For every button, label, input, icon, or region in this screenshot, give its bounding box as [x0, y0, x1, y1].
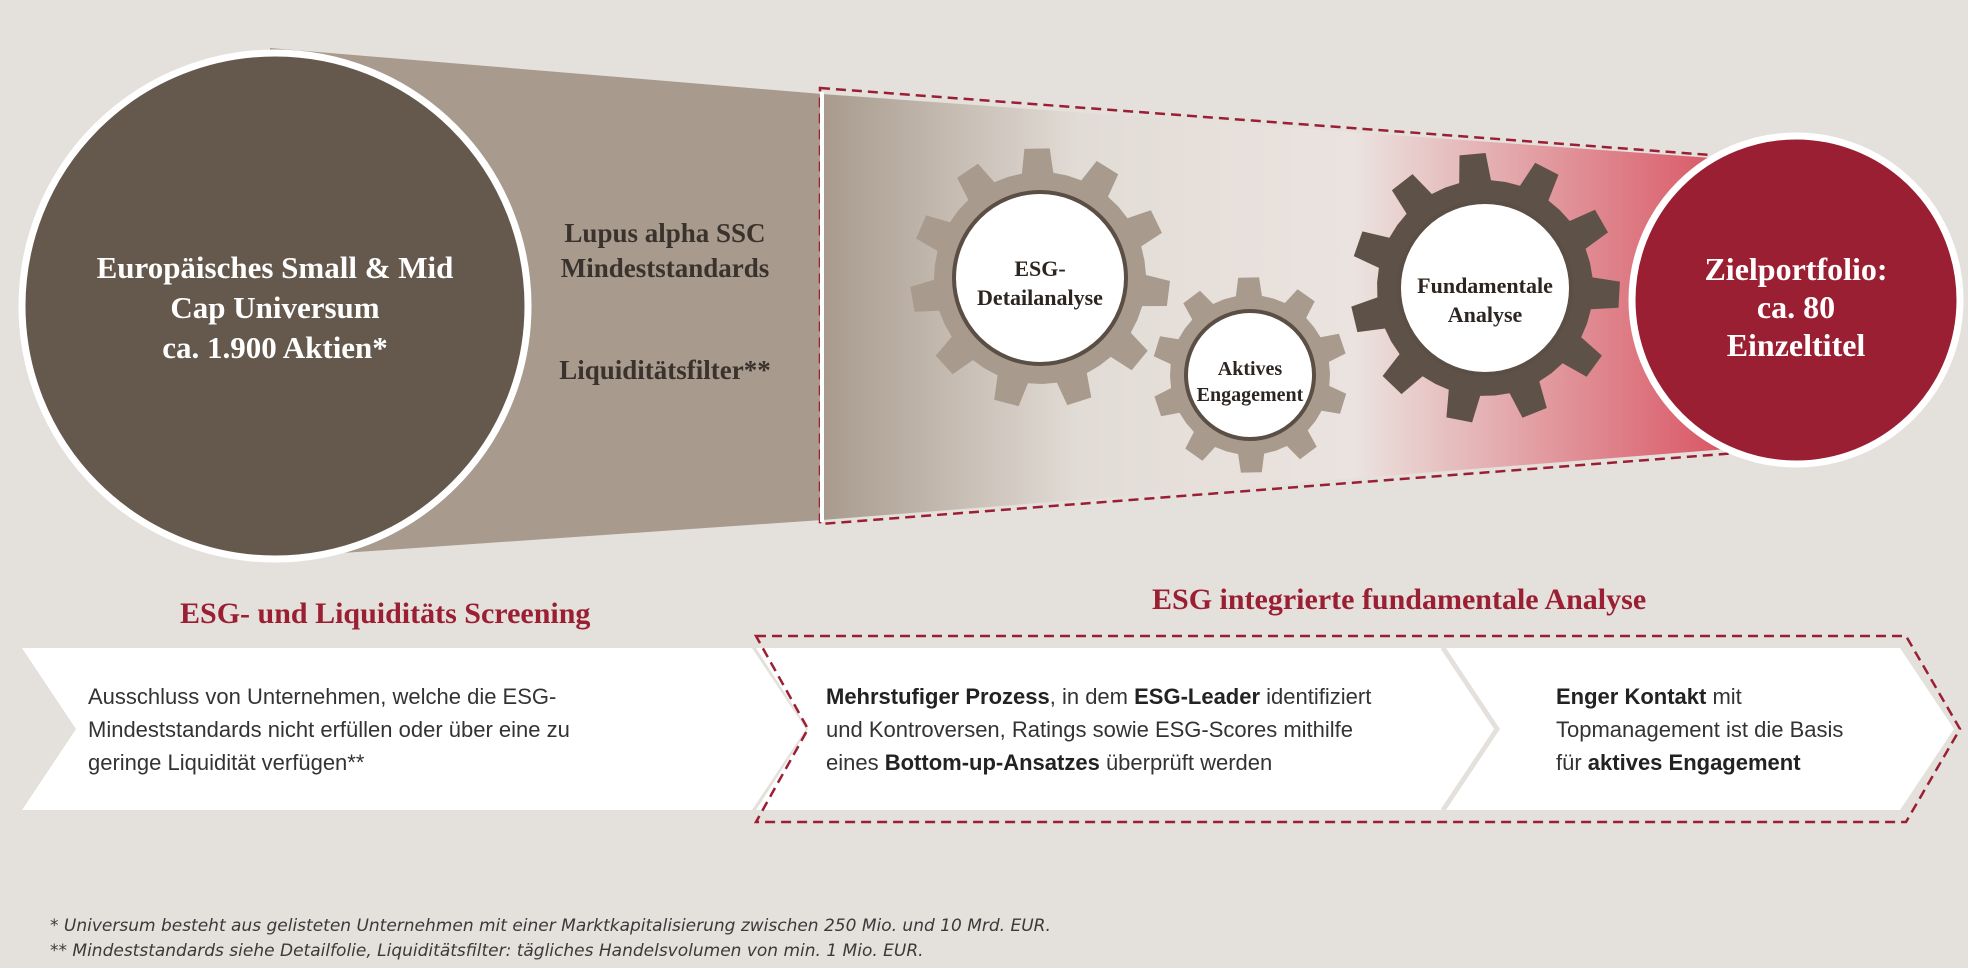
step2-text3: eines	[826, 750, 885, 775]
standards-line1: Lupus alpha SSC	[564, 218, 766, 248]
step3-line2: Topmanagement ist die Basis	[1556, 717, 1844, 742]
esg-detail-line1: ESG-	[1014, 256, 1066, 281]
step2-line3: eines Bottom-up-Ansatzes überprüft werde…	[826, 746, 1446, 779]
universe-circle	[18, 49, 532, 563]
step2-text2: identifiziert	[1260, 684, 1372, 709]
engagement-gear	[1153, 277, 1347, 473]
universe-label: Europäisches Small & Mid Cap Universum c…	[70, 248, 480, 368]
step-separator-1	[1440, 647, 1498, 730]
analysis-heading: ESG integrierte fundamentale Analyse	[1152, 583, 1647, 616]
step2-bold3: Bottom-up-Ansatzes	[884, 750, 1100, 775]
engagement-line1: Aktives	[1217, 358, 1283, 380]
step3-text2: für	[1556, 750, 1588, 775]
target-circle	[1628, 132, 1964, 468]
universe-line3: ca. 1.900 Aktien*	[162, 330, 388, 365]
esg-detail-gear	[910, 148, 1170, 407]
step1-line3: geringe Liquidität verfügen**	[88, 750, 365, 775]
footnote-2: ** Mindeststandards siehe Detailfolie, L…	[50, 941, 924, 961]
footnote-1: * Universum besteht aus gelisteten Unter…	[50, 916, 1051, 936]
step2-bold2: ESG-Leader	[1134, 684, 1261, 709]
step3-bold1: Enger Kontakt	[1556, 684, 1707, 709]
step1-text: Ausschluss von Unternehmen, welche die E…	[88, 680, 728, 779]
step3-line1: Enger Kontakt mit	[1556, 680, 1896, 713]
analysis-steps-border	[753, 634, 1962, 824]
step3-bold2: aktives Engagement	[1587, 750, 1801, 775]
gear3-hub	[1397, 200, 1573, 376]
esg-detail-label: ESG- Detailanalyse	[940, 254, 1140, 312]
gear2-hub	[1184, 309, 1316, 441]
step2-text1: , in dem	[1049, 684, 1135, 709]
esg-detail-line2: Detailanalyse	[977, 285, 1103, 310]
universe-line1: Europäisches Small & Mid	[96, 250, 454, 285]
step2-arrow	[756, 648, 1496, 810]
target-line3: Einzeltitel	[1726, 327, 1866, 363]
fundamental-line2: Analyse	[1447, 302, 1523, 327]
step3-text: Enger Kontakt mit Topmanagement ist die …	[1556, 680, 1896, 779]
gear1-hub	[952, 190, 1128, 366]
fundamental-gear	[1351, 153, 1620, 423]
step3-text1: mit	[1706, 684, 1742, 709]
universe-line2: Cap Universum	[170, 290, 380, 325]
step2-text: Mehrstufiger Prozess, in dem ESG-Leader …	[826, 680, 1446, 779]
step2-line2: und Kontroversen, Ratings sowie ESG-Scor…	[826, 717, 1354, 742]
step1-line2: Mindeststandards nicht erfüllen oder übe…	[88, 717, 570, 742]
step2-bold1: Mehrstufiger Prozess	[826, 684, 1050, 709]
fundamental-line1: Fundamentale	[1417, 273, 1553, 298]
standards-line2: Mindeststandards	[560, 253, 770, 283]
screening-heading: ESG- und Liquiditäts Screening	[180, 597, 591, 630]
liquidity-filter-label: Liquiditätsfilter**	[559, 355, 771, 385]
step1-line1: Ausschluss von Unternehmen, welche die E…	[88, 684, 557, 709]
minimum-standards-label: Lupus alpha SSC Mindeststandards	[540, 216, 790, 286]
step3-line3: für aktives Engagement	[1556, 746, 1896, 779]
step2-text4: überprüft werden	[1099, 750, 1273, 775]
target-label: Zielportfolio: ca. 80 Einzeltitel	[1650, 250, 1942, 364]
engagement-line2: Engagement	[1196, 384, 1304, 406]
engagement-label: Aktives Engagement	[1160, 356, 1340, 408]
step1-arrow	[22, 648, 806, 810]
step2-line1: Mehrstufiger Prozess, in dem ESG-Leader …	[826, 680, 1446, 713]
fundamental-label: Fundamentale Analyse	[1385, 271, 1585, 329]
step3-arrow	[1446, 648, 1954, 810]
target-line1: Zielportfolio:	[1704, 251, 1888, 287]
target-line2: ca. 80	[1756, 289, 1836, 325]
step-separator-2	[1440, 728, 1498, 811]
